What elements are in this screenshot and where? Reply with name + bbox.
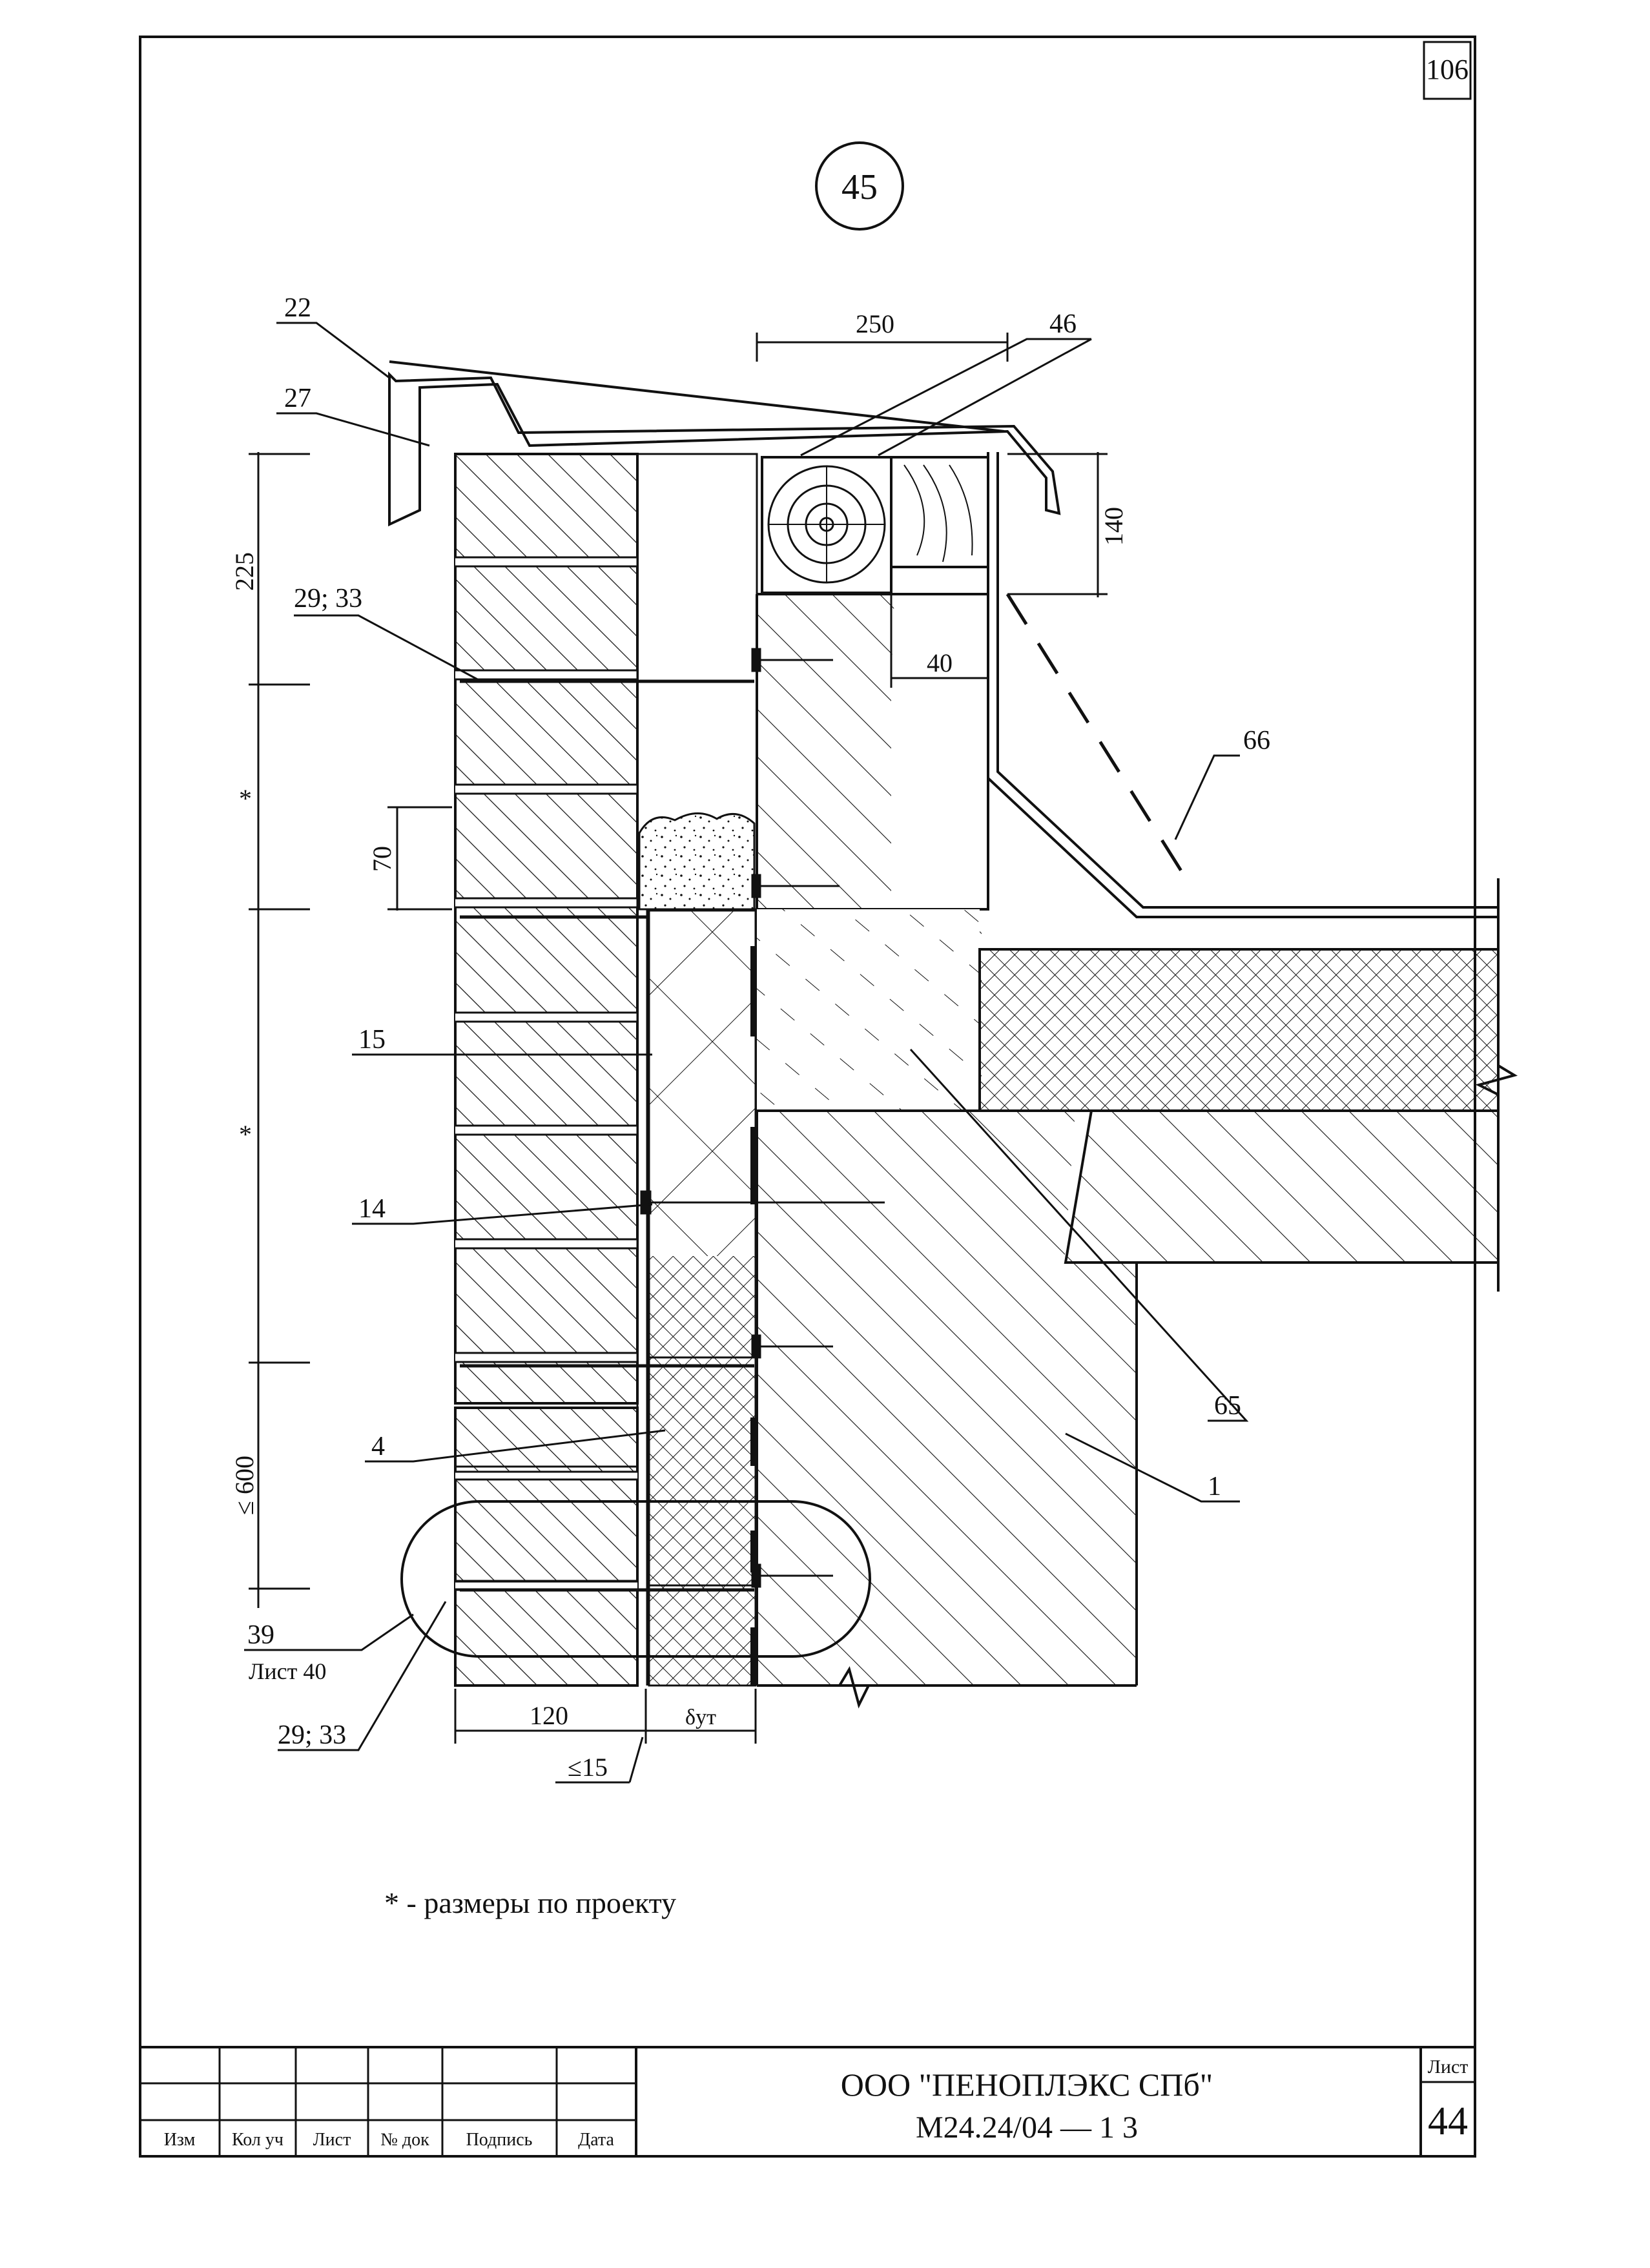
- note-text: * - размеры по проекту: [384, 1886, 676, 1919]
- floor-slab: [1064, 1110, 1498, 1264]
- anchors: [640, 648, 885, 1588]
- tb-header-doc: № док: [380, 2130, 429, 2150]
- brick-veneer: [454, 453, 639, 1591]
- floor-insulation: [978, 878, 1500, 1292]
- tb-sheet-number: 44: [1428, 2099, 1468, 2143]
- brick-ties: [460, 679, 754, 1592]
- dim-140: 140: [1099, 507, 1128, 546]
- tb-sheet-label: Лист: [1428, 2056, 1469, 2077]
- callout-66: 66: [1243, 726, 1270, 756]
- dim-le15: ≤15: [568, 1753, 608, 1782]
- brick-veneer-lower: [454, 1407, 639, 1687]
- page-number-box: 106: [1423, 41, 1472, 100]
- tb-company: ООО "ПЕНОПЛЭКС СПб": [841, 2067, 1213, 2103]
- dim-120: 120: [530, 1701, 568, 1730]
- dim-225: 225: [230, 552, 259, 591]
- wooden-blocks: [761, 456, 989, 594]
- callout-29-33-bottom: 29; 33: [278, 1720, 346, 1750]
- callout-22: 22: [284, 293, 311, 323]
- dimension-lines: [249, 333, 1108, 1784]
- tb-header-signature: Подпись: [466, 2130, 533, 2150]
- callout-39-sheet: Лист 40: [249, 1658, 326, 1684]
- callout-65: 65: [1214, 1391, 1241, 1421]
- callout-15: 15: [358, 1025, 386, 1055]
- slope-line: [1005, 593, 1184, 873]
- callout-14: 14: [358, 1194, 386, 1224]
- dim-delta: δут: [685, 1706, 716, 1729]
- dim-70: 70: [367, 846, 397, 872]
- callout-4: 4: [371, 1432, 385, 1461]
- callout-46: 46: [1049, 309, 1077, 339]
- insulation-layer: [648, 909, 757, 1687]
- detail-marker: 45: [815, 141, 904, 231]
- callout-1: 1: [1208, 1472, 1221, 1501]
- callout-29-33-top: 29; 33: [294, 584, 362, 613]
- tb-doc-code: М24.24/04 — 1 3: [916, 2110, 1138, 2145]
- dim-le600: ≤ 600: [230, 1456, 259, 1515]
- title-block: Изм Кол уч Лист № док Подпись Дата ООО "…: [140, 2046, 1475, 2156]
- dim-star-1: *: [239, 784, 252, 813]
- tb-header-list: Лист: [313, 2130, 351, 2150]
- detail-number: 45: [841, 167, 878, 207]
- parapet-coping: [388, 360, 1061, 527]
- detail-capsule: [400, 1500, 871, 1658]
- leader-lines: [244, 322, 1249, 1751]
- roofing-membrane: [987, 452, 1498, 918]
- break-mark-bottom: [838, 1665, 870, 1709]
- page-number: 106: [1426, 54, 1469, 85]
- dim-40: 40: [927, 648, 953, 677]
- dim-star-2: *: [239, 1120, 252, 1149]
- tb-header-izm: Изм: [164, 2130, 196, 2150]
- callout-39: 39: [247, 1620, 274, 1650]
- callout-27: 27: [284, 384, 311, 413]
- break-mark-right: [1475, 1064, 1518, 1096]
- tb-header-date: Дата: [578, 2130, 614, 2150]
- dim-250: 250: [856, 309, 894, 338]
- tb-header-kol-uch: Кол уч: [232, 2130, 284, 2150]
